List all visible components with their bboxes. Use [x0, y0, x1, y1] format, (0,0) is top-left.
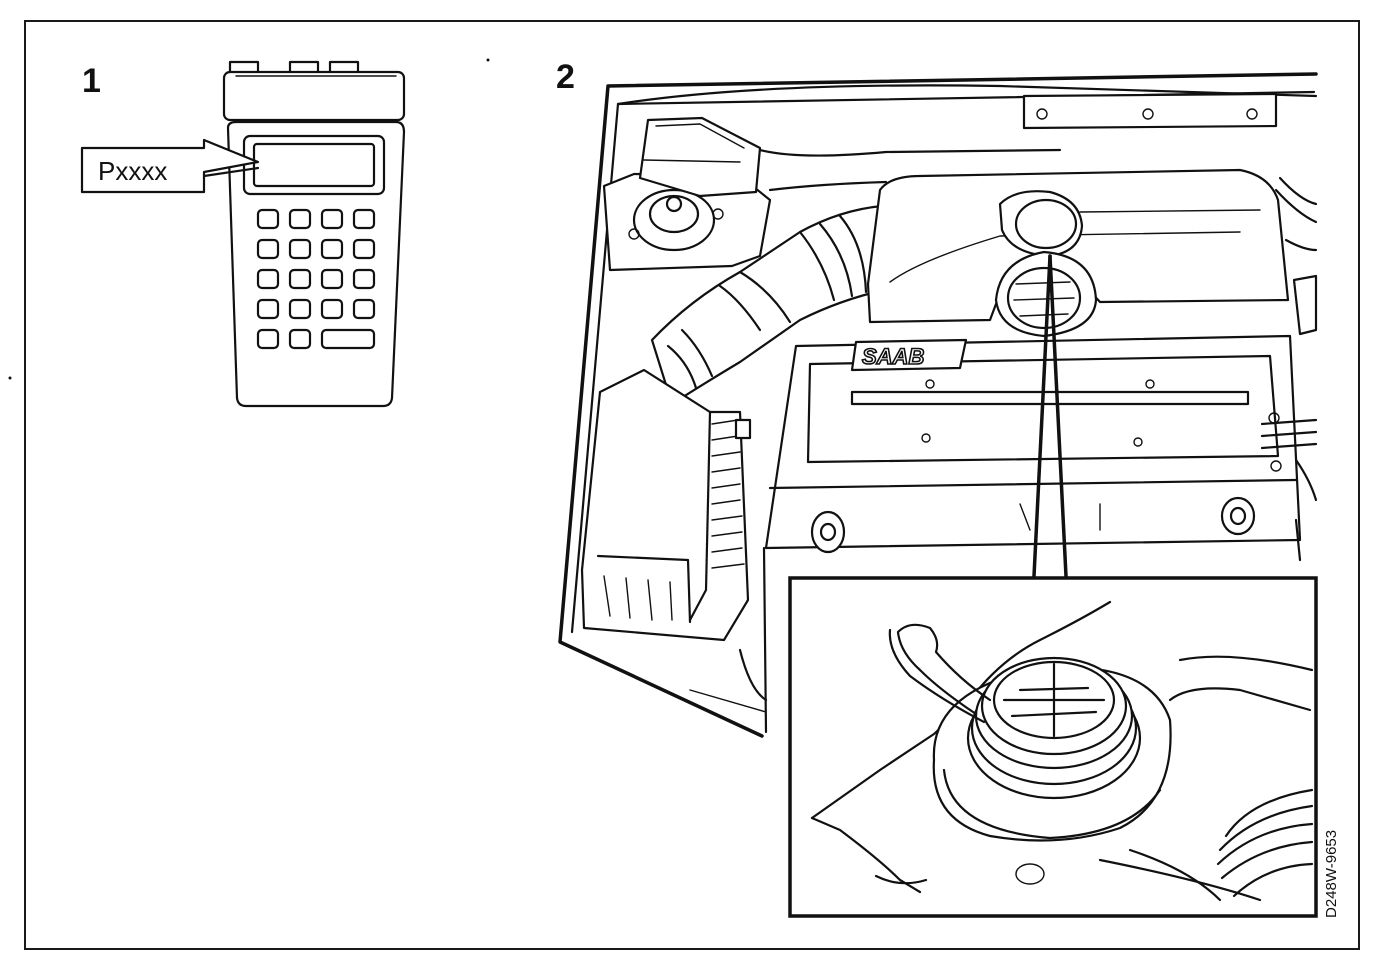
reference-code: D248W-9653 — [1323, 830, 1340, 918]
intake-hose — [650, 148, 1062, 406]
connector-block — [638, 116, 762, 198]
keypad — [256, 208, 376, 350]
saab-logo: SAAB — [850, 338, 968, 372]
display-callout: Pxxxx — [80, 138, 260, 194]
zoom-leader — [1032, 254, 1068, 578]
strut-tower — [602, 172, 772, 272]
engine-bay: SAAB — [558, 72, 1318, 738]
oil-filler — [994, 190, 1098, 338]
panel-2-number: 2 — [556, 58, 575, 96]
air-filter-box — [580, 368, 752, 642]
panel-1: 1 — [80, 60, 406, 408]
top-bracket — [1022, 92, 1278, 130]
wiring-harness — [1260, 176, 1318, 562]
figure-frame — [24, 20, 1360, 950]
panel-1-number: 1 — [82, 62, 101, 100]
diagnostic-tester — [222, 60, 406, 408]
detail-inset: D248W-9653 — [788, 576, 1340, 918]
display-text: Pxxxx — [98, 156, 167, 186]
panel-2: 2 — [556, 58, 1340, 918]
filler-neck-detail — [810, 600, 1314, 902]
saab-logo-text: SAAB — [862, 344, 924, 369]
cam-cover — [764, 168, 1302, 554]
